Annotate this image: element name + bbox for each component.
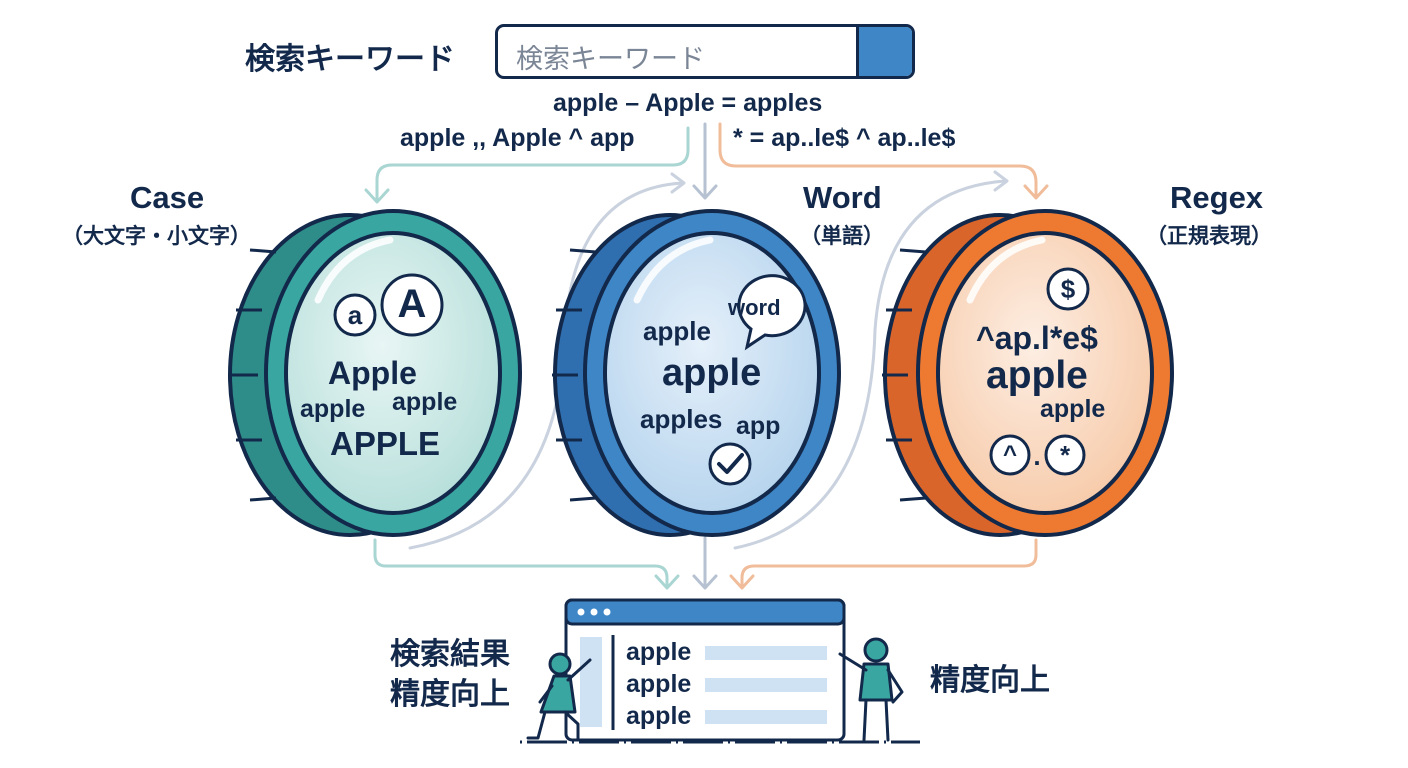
arrow-to-case <box>375 126 690 202</box>
cross-arrow-head-1 <box>670 172 686 194</box>
search-button[interactable] <box>856 27 912 76</box>
result-row-3: apple <box>626 702 692 730</box>
word-lens <box>552 209 841 537</box>
word-word-4: app <box>736 412 781 440</box>
arrow-head-word <box>692 184 718 200</box>
cross-arrow-word-to-regex <box>733 179 1007 550</box>
person-right-illustration <box>838 637 904 742</box>
regex-caret-label: ^ <box>1002 441 1017 468</box>
cross-arrow-head-2 <box>993 170 1009 192</box>
arrow-head-word-results <box>692 574 718 590</box>
case-lens <box>228 209 522 537</box>
expression-line-1: apple – Apple = apples <box>553 89 823 117</box>
word-title: Word <box>803 180 882 215</box>
case-word-4: APPLE <box>330 425 441 462</box>
regex-dollar-label: $ <box>1060 274 1076 304</box>
arrow-to-regex <box>718 122 1038 198</box>
expression-line-2-left: apple ,, Apple ^ app <box>400 124 635 152</box>
result-row-2: apple <box>626 670 692 698</box>
word-word-2: apple <box>662 352 762 394</box>
regex-pattern: ^ap.l*e$ <box>976 320 1098 356</box>
arrow-head-case-results <box>654 574 680 590</box>
result-row-1: apple <box>626 638 692 666</box>
arrow-head-regex-results <box>729 574 755 590</box>
case-subtitle: （大文字・小文字） <box>62 225 251 248</box>
arrow-regex-to-results <box>740 538 1038 587</box>
search-label: 検索キーワード <box>245 43 455 76</box>
search-input[interactable]: 検索キーワード <box>516 44 705 74</box>
regex-subtitle: （正規表現） <box>1146 225 1272 248</box>
case-word-3: apple <box>392 388 458 416</box>
search-box[interactable]: 検索キーワード <box>495 24 915 79</box>
arrow-head-case <box>364 188 390 204</box>
precision-caption: 精度向上 <box>930 664 1050 697</box>
expression-line-2-right: * = ap..le$ ^ ap..le$ <box>733 124 956 152</box>
case-badge-large-label: A <box>397 282 427 326</box>
word-speech-bubble <box>737 274 807 351</box>
regex-dollar-badge <box>1046 267 1090 311</box>
case-badge-large <box>380 273 444 337</box>
word-word-1: apple <box>643 316 711 346</box>
regex-star-badge <box>1044 434 1086 476</box>
regex-caret-badge <box>989 434 1031 476</box>
case-title: Case <box>130 180 205 215</box>
arrow-head-regex <box>1023 184 1049 200</box>
word-bubble-label: word <box>728 295 781 320</box>
results-caption-line-1: 検索結果 <box>390 638 510 671</box>
case-word-2: apple <box>300 395 366 423</box>
case-badge-small-label: a <box>347 300 363 330</box>
case-badge-small <box>333 293 377 337</box>
word-subtitle: （単語） <box>800 225 884 248</box>
bottom-connectors <box>373 536 1038 590</box>
check-circle-icon <box>717 453 744 474</box>
results-caption-line-2: 精度向上 <box>390 678 510 711</box>
case-word-1: Apple <box>328 355 417 391</box>
person-left-illustration <box>526 652 592 742</box>
regex-title: Regex <box>1170 180 1264 215</box>
regex-lens <box>882 209 1174 537</box>
results-window <box>520 598 920 744</box>
regex-dot-label: . <box>1033 441 1041 471</box>
regex-star-label: * <box>1059 440 1071 470</box>
arrow-case-to-results <box>373 538 669 587</box>
word-word-3: apples <box>640 404 723 434</box>
regex-word-1: apple <box>986 354 1088 397</box>
regex-word-2: apple <box>1040 395 1106 423</box>
